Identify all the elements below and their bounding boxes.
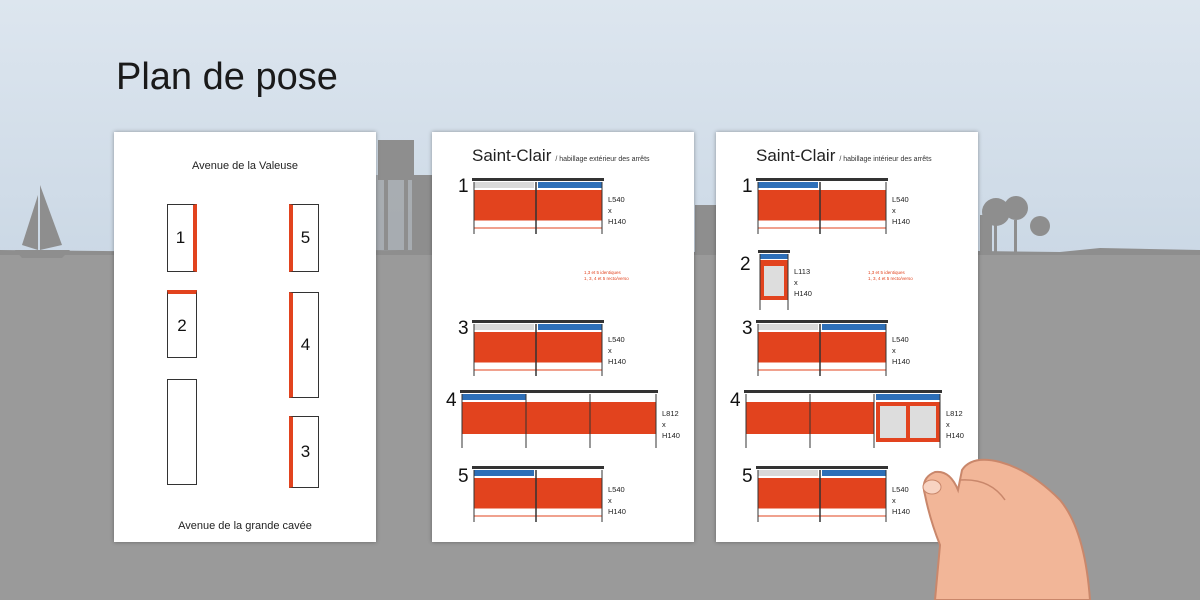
exterior-title-text: Saint-Clair	[472, 146, 552, 165]
slot-3: 3	[289, 416, 319, 488]
slot-4: 4	[289, 292, 319, 398]
shelter-drawing	[460, 390, 658, 448]
shelter-number: 3	[742, 318, 753, 339]
interior-subtitle: / habillage intérieur des arrêts	[839, 156, 932, 163]
exterior-sheet: Saint-Clair/ habillage extérieur des arr…	[432, 132, 694, 542]
shelter-number: 4	[730, 390, 741, 411]
exterior-subtitle: / habillage extérieur des arrêts	[555, 156, 650, 163]
shelter-drawing	[756, 466, 888, 522]
shelter-number: 2	[740, 254, 751, 275]
shelter-drawing	[472, 320, 604, 376]
shelter-drawing	[472, 466, 604, 522]
slot-empty	[167, 379, 197, 485]
shelter-number: 5	[742, 466, 753, 487]
slot-2: 2	[167, 290, 197, 358]
shelter-drawing	[744, 390, 942, 448]
shelter-drawing	[758, 250, 790, 310]
shelter-drawing	[756, 178, 888, 234]
layout-plan-sheet: Avenue de la Valeuse 1 2 5 4 3 Avenue de…	[114, 132, 376, 542]
shelter-drawing	[756, 320, 888, 376]
shelter-number: 1	[742, 176, 753, 197]
shelter-number: 4	[446, 390, 457, 411]
shelter-drawing	[472, 178, 604, 234]
street-top-label: Avenue de la Valeuse	[191, 160, 298, 172]
interior-title: Saint-Clair/ habillage intérieur des arr…	[756, 146, 932, 166]
street-bottom-label: Avenue de la grande cavée	[178, 520, 312, 532]
interior-title-text: Saint-Clair	[756, 146, 836, 165]
shelter-number: 5	[458, 466, 469, 487]
exterior-title: Saint-Clair/ habillage extérieur des arr…	[472, 146, 650, 166]
page-title: Plan de pose	[116, 56, 338, 98]
slot-5: 5	[289, 204, 319, 272]
interior-sheet: Saint-Clair/ habillage intérieur des arr…	[716, 132, 978, 542]
slot-1: 1	[167, 204, 197, 272]
shelter-number: 1	[458, 176, 469, 197]
shelter-number: 3	[458, 318, 469, 339]
